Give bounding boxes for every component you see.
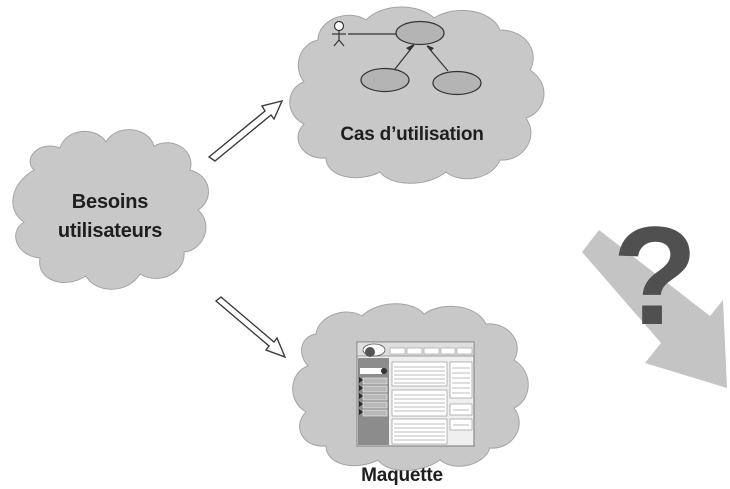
- mockup-menu: [389, 347, 473, 355]
- use-case-diagram: [332, 20, 482, 96]
- use-case-ellipse-icon-right: [432, 70, 482, 96]
- cloud-cas-utilisation: [289, 6, 545, 184]
- use-case-ellipse-icon-top: [395, 20, 445, 46]
- mockup-wireframe: [356, 341, 475, 447]
- actor-stick-figure-icon: [332, 20, 346, 47]
- hollow-arrow-icon-to-maquette: [214, 296, 287, 359]
- use-case-ellipse-icon-left: [360, 67, 410, 93]
- cloud-besoins: [12, 129, 209, 290]
- diagonal-arrow-icon: [582, 230, 727, 388]
- hollow-arrow-icon-to-cas: [207, 99, 284, 162]
- label-maquette: Maquette: [361, 465, 443, 486]
- label-besoins-utilisateurs: Besoins utilisateurs: [42, 188, 178, 246]
- question-mark: ?: [612, 197, 698, 354]
- mockup-sidebar-items: [362, 377, 388, 417]
- label-besoins-line2: utilisateurs: [57, 220, 163, 242]
- label-besoins-line1: Besoins: [71, 191, 149, 213]
- label-cas-utilisation: Cas d’utilisation: [340, 124, 484, 145]
- mockup-right-column: [449, 361, 473, 431]
- arrowhead-icon-left: [406, 44, 414, 51]
- arrowhead-icon-right: [427, 45, 434, 51]
